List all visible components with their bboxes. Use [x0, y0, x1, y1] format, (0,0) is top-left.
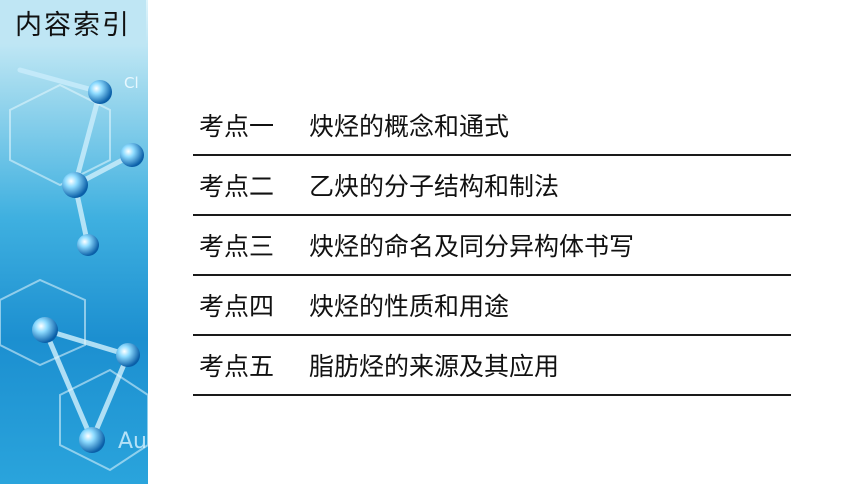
toc-item-text: 炔烃的命名及同分异构体书写 [309, 232, 635, 261]
table-of-contents: 考点一 炔烃的概念和通式 考点二 乙炔的分子结构和制法 考点三 炔烃的命名及同分… [193, 96, 791, 396]
toc-item-4[interactable]: 考点四 炔烃的性质和用途 [193, 276, 791, 336]
toc-item-text: 炔烃的性质和用途 [309, 292, 510, 321]
element-label-au: Au [118, 429, 147, 454]
decorative-side-panel: Cl Au 内容索引 [0, 0, 148, 484]
toc-item-number: 考点一 [199, 112, 275, 141]
page-title: 内容索引 [0, 0, 146, 44]
toc-item-text: 乙炔的分子结构和制法 [309, 172, 560, 201]
toc-item-number: 考点五 [199, 352, 275, 381]
toc-item-text: 脂肪烃的来源及其应用 [309, 352, 560, 381]
toc-item-number: 考点四 [199, 292, 275, 321]
toc-item-number: 考点二 [199, 172, 275, 201]
element-label-cl: Cl [124, 74, 139, 92]
molecule-icon: Cl Au [0, 67, 148, 472]
toc-item-number: 考点三 [199, 232, 275, 261]
toc-item-1[interactable]: 考点一 炔烃的概念和通式 [193, 96, 791, 156]
toc-item-5[interactable]: 考点五 脂肪烃的来源及其应用 [193, 336, 791, 396]
toc-item-3[interactable]: 考点三 炔烃的命名及同分异构体书写 [193, 216, 791, 276]
toc-item-text: 炔烃的概念和通式 [309, 112, 510, 141]
toc-item-2[interactable]: 考点二 乙炔的分子结构和制法 [193, 156, 791, 216]
